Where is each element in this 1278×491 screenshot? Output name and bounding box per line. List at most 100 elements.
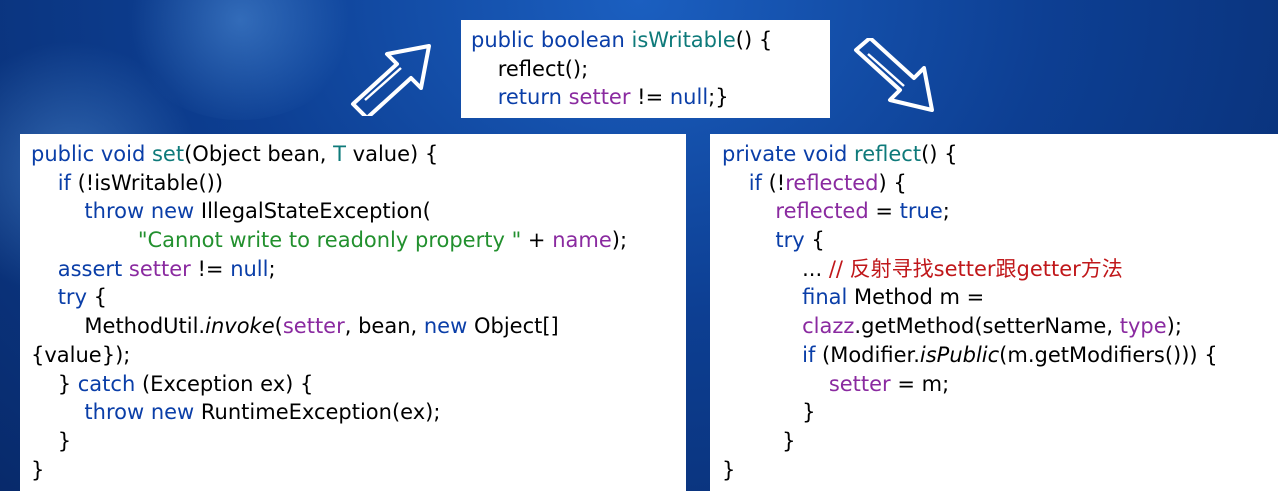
code-token: [31, 199, 84, 223]
code-token: (m.getModifiers())) {: [999, 342, 1218, 367]
code-token: !=: [190, 256, 231, 281]
code-token: "Cannot write to readonly property ": [137, 228, 522, 253]
code-token: set: [151, 142, 185, 166]
code-token: [722, 171, 749, 195]
arrow-down-right-icon: [854, 38, 934, 112]
code-token: RuntimeException(ex);: [200, 400, 441, 425]
code-line: } catch (Exception ex) {: [31, 370, 686, 399]
code-token: MethodUtil.: [31, 314, 206, 339]
code-token: }: [722, 400, 816, 425]
code-token: value) {: [345, 142, 439, 166]
code-token: );: [611, 228, 628, 253]
code-line: reflected = true;: [722, 197, 1278, 226]
code-token: ) {: [878, 170, 907, 195]
code-line: "Cannot write to readonly property " + n…: [31, 226, 686, 255]
code-line: }: [31, 427, 686, 456]
code-token: Method m =: [854, 285, 985, 310]
code-token: final: [802, 285, 855, 310]
code-token: (: [274, 314, 283, 339]
code-token: setter: [568, 85, 631, 110]
code-line: ... // 反射寻找setter跟getter方法: [722, 255, 1278, 284]
code-token: !=: [630, 85, 670, 110]
code-line: reflect();: [471, 55, 830, 84]
code-token: [722, 199, 775, 223]
code-line: setter = m;: [722, 370, 1278, 399]
code-line: try {: [722, 226, 1278, 255]
code-line: }: [722, 456, 1278, 485]
code-token: .getMethod(setterName,: [854, 314, 1120, 339]
code-token: () {: [921, 142, 958, 166]
code-line: clazz.getMethod(setterName, type);: [722, 312, 1278, 341]
code-line: throw new RuntimeException(ex);: [31, 398, 686, 427]
code-token: null: [230, 256, 269, 281]
code-token: }: [722, 457, 736, 482]
code-token: [471, 85, 498, 109]
code-line: if (!reflected) {: [722, 169, 1278, 198]
code-token: =: [868, 199, 900, 224]
code-line: if (Modifier.isPublic(m.getModifiers()))…: [722, 341, 1278, 370]
code-block-set: public void set(Object bean, T value) { …: [20, 134, 686, 491]
code-token: setter: [128, 256, 191, 281]
code-token: setter: [828, 371, 891, 396]
code-token: name: [552, 228, 612, 253]
code-token: {: [87, 285, 108, 310]
code-token: +: [521, 228, 553, 253]
code-token: public void: [31, 142, 152, 166]
code-block-iswritable: public boolean isWritable() { reflect();…: [461, 20, 830, 118]
code-token: () {: [735, 28, 773, 52]
code-token: new: [423, 314, 474, 339]
code-line: private void reflect() {: [722, 140, 1278, 169]
code-token: (!: [761, 170, 786, 195]
code-token: [722, 285, 802, 309]
code-token: reflect: [854, 142, 922, 166]
code-line: MethodUtil.invoke(setter, bean, new Obje…: [31, 312, 686, 341]
code-line: }: [722, 427, 1278, 456]
code-token: [31, 257, 58, 281]
code-token: , bean,: [344, 314, 424, 339]
code-line: public void set(Object bean, T value) {: [31, 140, 686, 169]
code-token: }: [31, 371, 78, 396]
code-token: [722, 228, 775, 252]
code-token: }: [31, 428, 72, 453]
code-token: [722, 343, 802, 367]
code-token: );: [1166, 314, 1182, 339]
code-token: isPublic: [919, 342, 1000, 367]
code-token: (Modifier.: [815, 342, 920, 367]
code-token: setter: [282, 314, 345, 339]
code-token: type: [1119, 314, 1167, 339]
code-token: if: [57, 170, 71, 195]
code-token: IllegalStateException(: [200, 199, 431, 224]
code-token: {value});: [31, 342, 131, 367]
code-token: clazz: [802, 314, 855, 339]
code-token: }: [722, 428, 796, 453]
code-token: reflected: [785, 170, 879, 195]
code-token: ...: [722, 256, 829, 281]
code-line: }: [722, 398, 1278, 427]
code-token: ;}: [708, 85, 729, 110]
code-line: public boolean isWritable() {: [471, 26, 830, 55]
code-token: = m;: [890, 371, 950, 396]
code-token: [31, 285, 58, 309]
code-line: return setter != null;}: [471, 83, 830, 112]
code-token: (Exception ex) {: [135, 371, 314, 396]
code-line: {value});: [31, 341, 686, 370]
code-token: return: [497, 85, 569, 110]
code-token: // 反射寻找setter跟getter方法: [828, 256, 1123, 281]
code-token: try: [775, 228, 805, 253]
arrow-up-right-icon: [351, 44, 431, 116]
code-token: [31, 400, 84, 424]
code-token: reflect();: [471, 56, 589, 81]
code-token: throw new: [84, 199, 201, 224]
code-line: if (!isWritable()): [31, 169, 686, 198]
code-token: (Object bean,: [184, 142, 334, 166]
code-token: Object[]: [473, 314, 559, 339]
code-token: catch: [77, 371, 136, 396]
code-token: public boolean: [471, 28, 632, 52]
code-token: [722, 314, 802, 338]
code-token: private void: [722, 142, 855, 166]
code-token: [31, 228, 138, 252]
code-token: T: [333, 142, 346, 166]
code-token: ;: [942, 199, 950, 224]
code-token: {: [804, 228, 825, 253]
code-token: }: [31, 457, 45, 482]
